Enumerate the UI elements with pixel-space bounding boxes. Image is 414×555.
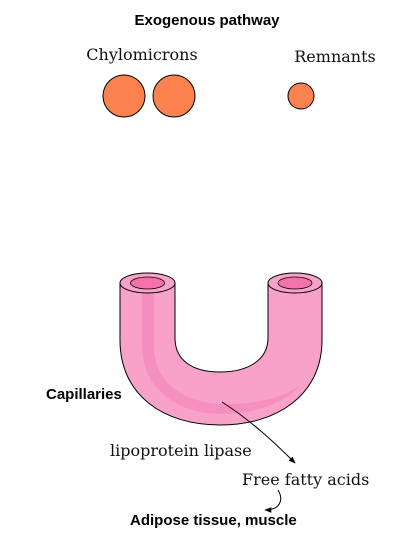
lipase-arrow — [221, 401, 296, 464]
capillary-vessel — [119, 272, 323, 426]
adipose-tissue-label: Adipose tissue, muscle — [130, 512, 297, 529]
lipoprotein-lipase-label: lipoprotein lipase — [110, 441, 252, 460]
fatty-acid-arrow — [264, 489, 282, 513]
capillary-right-lumen — [277, 276, 313, 290]
chylomicron-particle-2 — [152, 74, 196, 118]
remnants-label: Remnants — [294, 47, 375, 66]
remnant-particle — [287, 82, 315, 110]
capillary-left-lumen — [130, 276, 165, 290]
free-fatty-acids-label: Free fatty acids — [242, 470, 369, 489]
chylomicron-particle-1 — [102, 74, 146, 118]
diagram-title: Exogenous pathway — [134, 12, 280, 29]
capillaries-label: Capillaries — [46, 386, 122, 403]
chylomicrons-label: Chylomicrons — [86, 45, 197, 64]
